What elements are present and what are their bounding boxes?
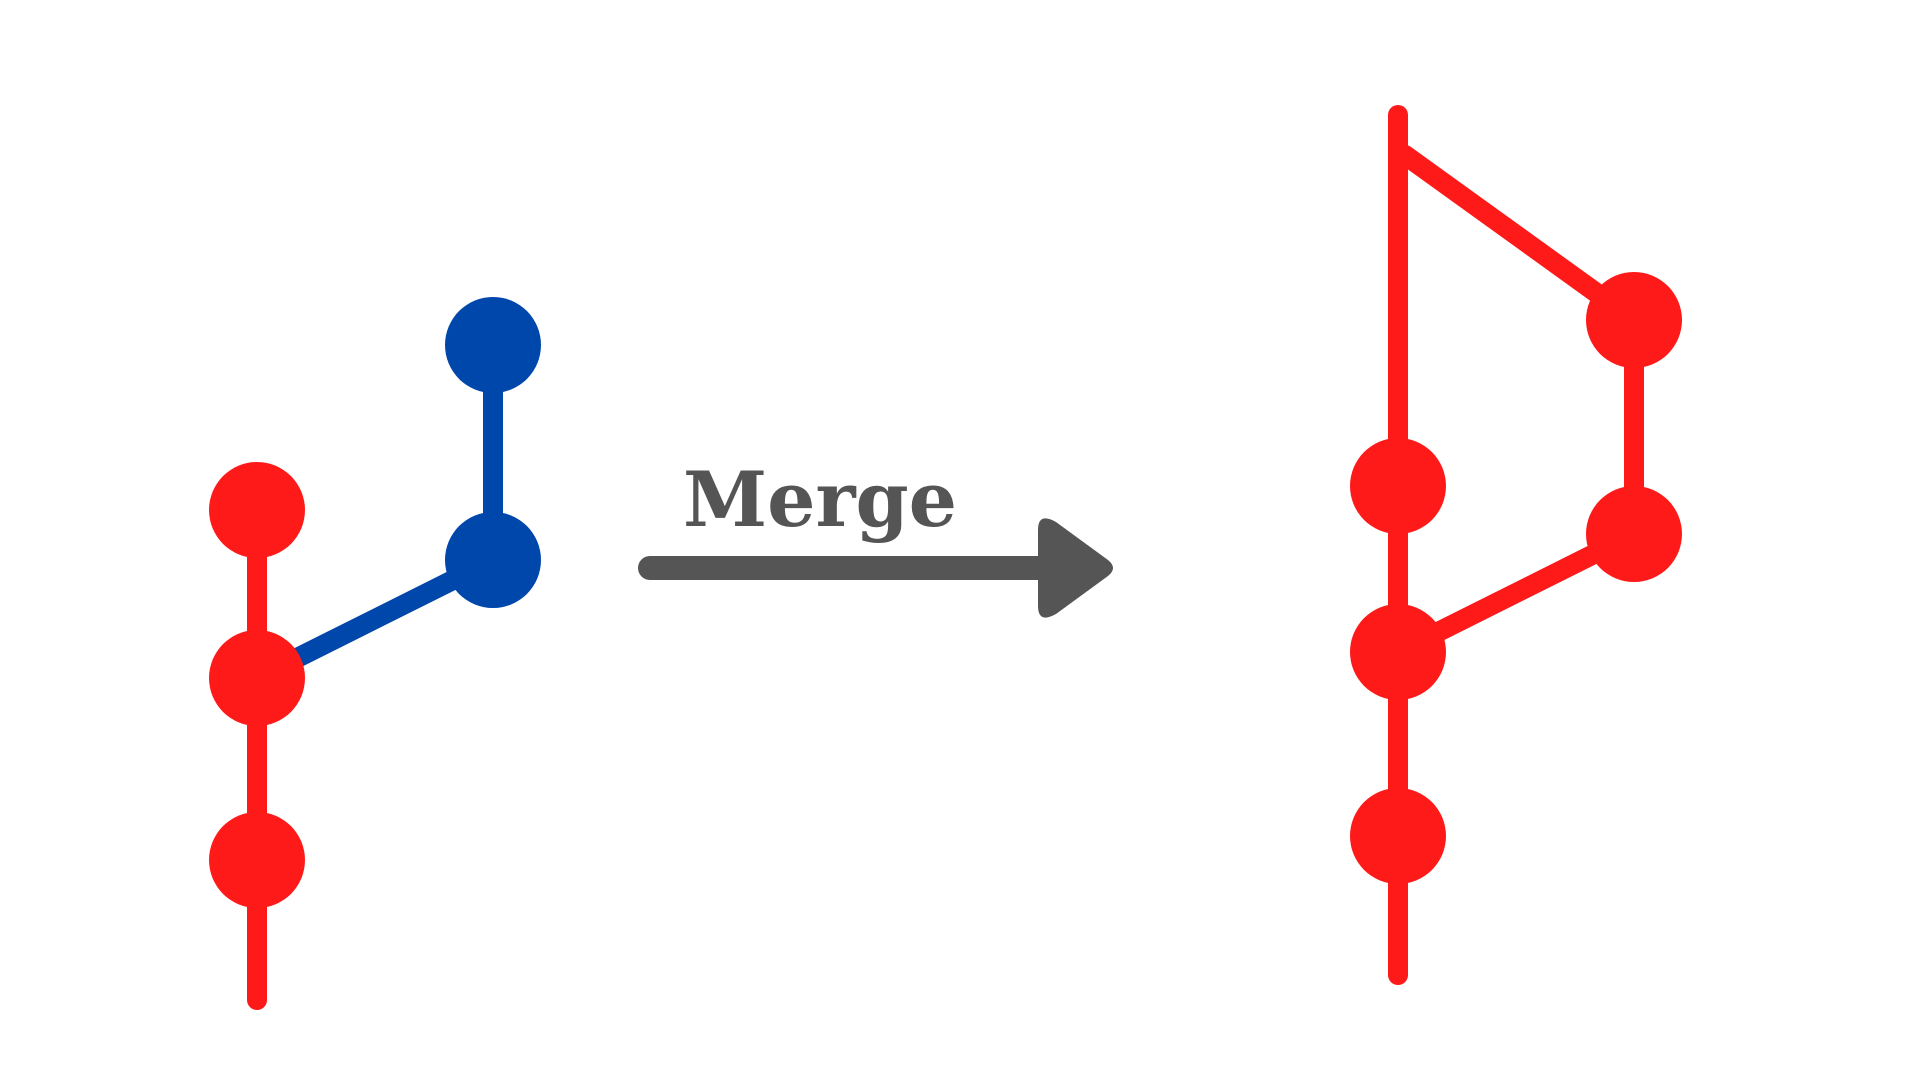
after-main-node-bottom bbox=[1350, 788, 1446, 884]
merge-label: Merge bbox=[683, 455, 957, 544]
after-side-node-top bbox=[1586, 272, 1682, 368]
after-main-node-middle bbox=[1350, 604, 1446, 700]
before-blue-node-top bbox=[445, 297, 541, 393]
after-main-node-top bbox=[1350, 438, 1446, 534]
after-side-node-bottom bbox=[1586, 486, 1682, 582]
before-red-node-top bbox=[209, 462, 305, 558]
merge-arrow: Merge bbox=[638, 455, 1113, 618]
before-blue-node-bottom bbox=[445, 512, 541, 608]
before-red-node-bottom bbox=[209, 812, 305, 908]
after-graph bbox=[1350, 105, 1682, 985]
before-graph bbox=[209, 297, 541, 1010]
right-arrow-icon bbox=[1038, 518, 1113, 618]
before-red-node-middle bbox=[209, 630, 305, 726]
